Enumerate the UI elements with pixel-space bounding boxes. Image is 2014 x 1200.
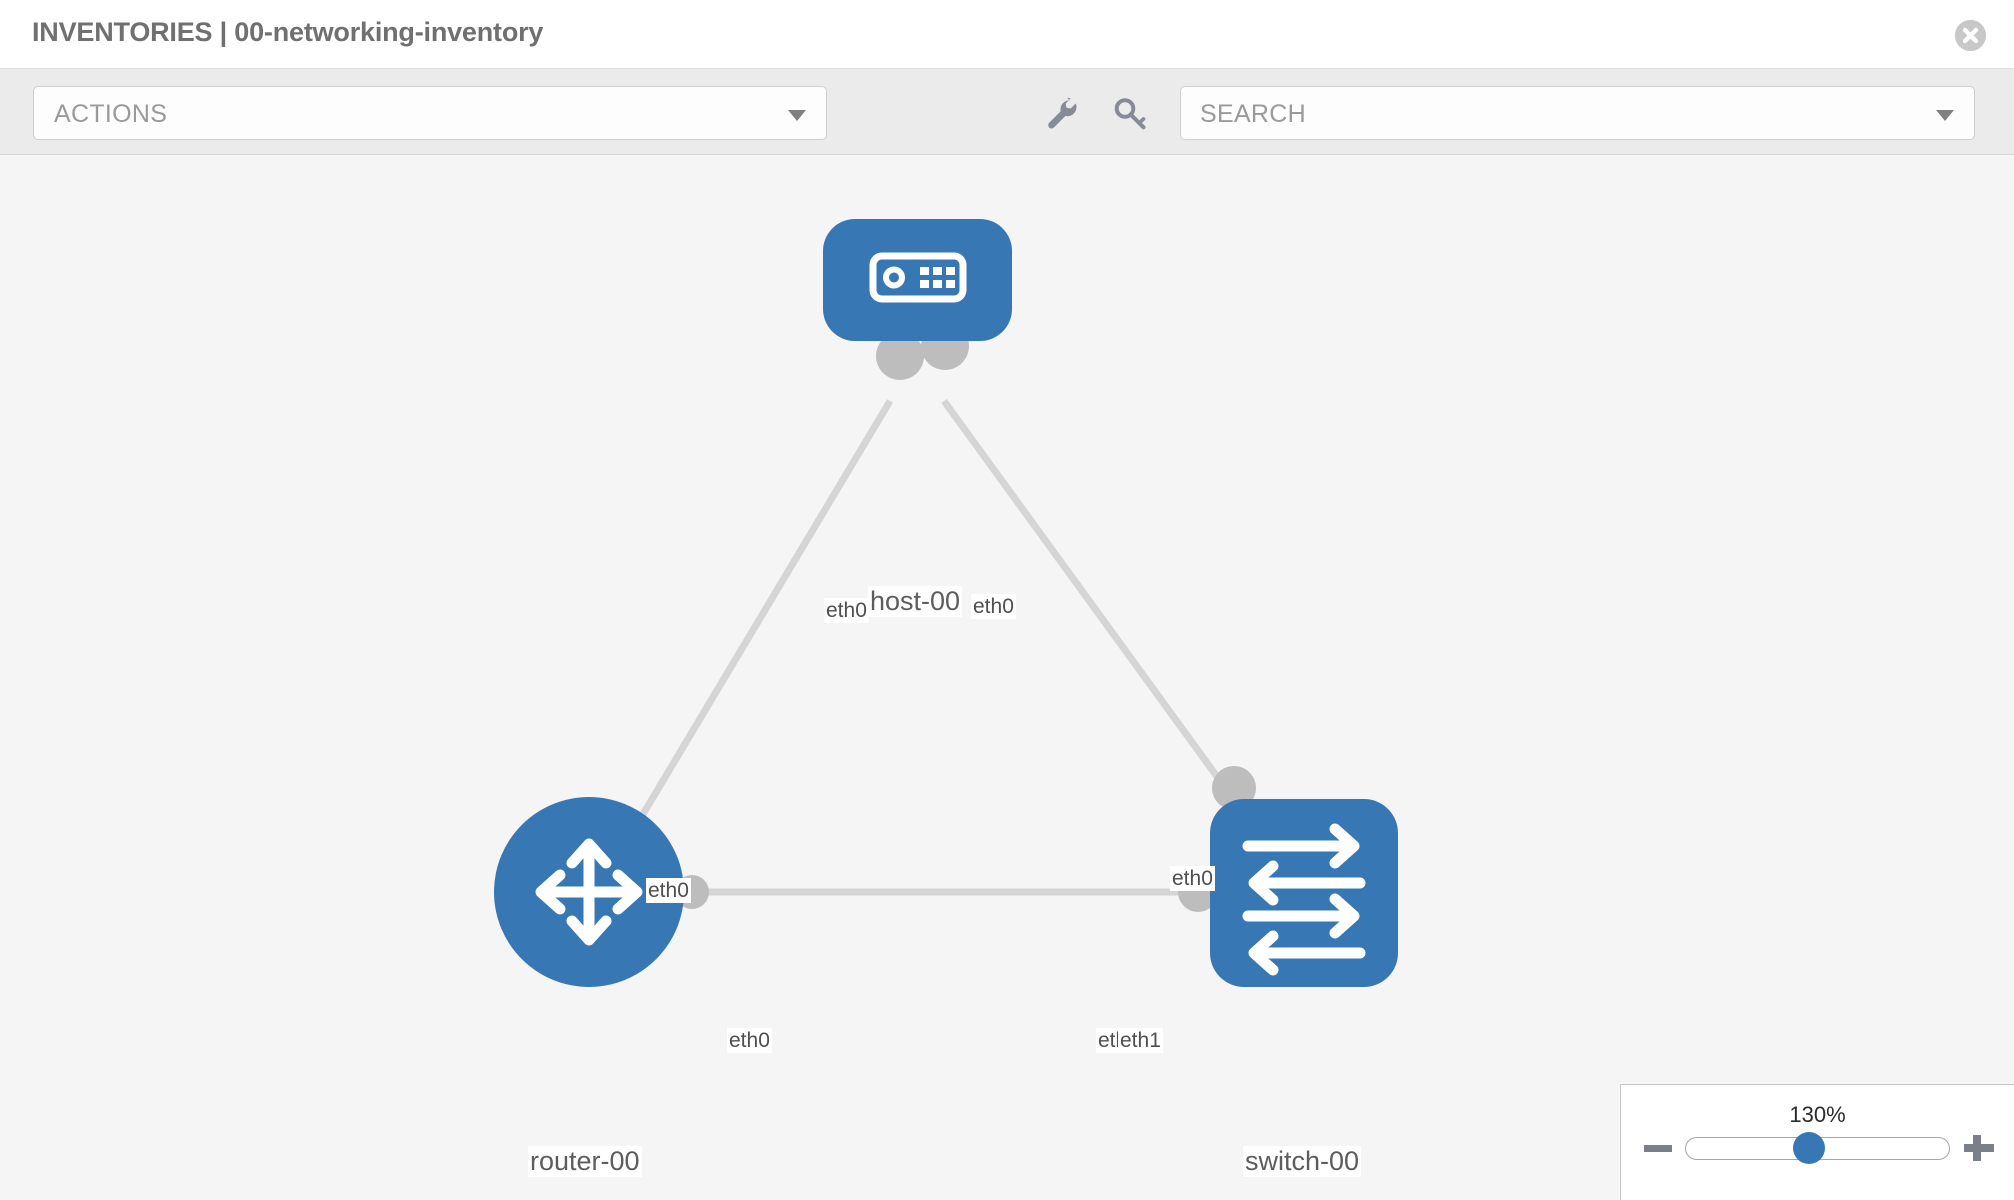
edge-label: eth0	[824, 598, 869, 623]
router-arrows-icon	[535, 838, 643, 946]
page-header: INVENTORIES | 00-networking-inventory	[0, 0, 2014, 69]
close-icon[interactable]	[1955, 20, 1986, 51]
switch-arrows-icon	[1242, 823, 1366, 976]
edge-label: eth0	[727, 1028, 772, 1053]
zoom-in-button[interactable]	[1962, 1131, 1996, 1165]
actions-dropdown-label: ACTIONS	[54, 100, 168, 128]
plus-icon-vertical	[1973, 1135, 1981, 1161]
minus-icon	[1644, 1145, 1672, 1152]
topology-canvas[interactable]: eth0 eth0 eth0 eth0 eth0 eth0 eth1 host-…	[0, 156, 2014, 1200]
zoom-slider-handle[interactable]	[1793, 1132, 1825, 1164]
actions-dropdown[interactable]: ACTIONS	[33, 86, 827, 140]
node-label-switch: switch-00	[1243, 1146, 1362, 1177]
zoom-level-value: 130%	[1789, 1102, 1846, 1127]
link-host-router	[608, 399, 894, 868]
topology-links	[608, 398, 1285, 896]
search-chevron-down-icon[interactable]	[1936, 110, 1954, 121]
edge-label: eth0	[646, 878, 691, 903]
node-label-router: router-00	[528, 1146, 642, 1177]
anchor-host-left	[876, 332, 924, 380]
search-input[interactable]: SEARCH	[1180, 86, 1975, 140]
chevron-down-icon	[788, 110, 806, 121]
zoom-control-panel: 130%	[1620, 1084, 2014, 1200]
server-icon	[869, 252, 967, 303]
node-label-host: host-00	[868, 586, 963, 617]
page-title: INVENTORIES | 00-networking-inventory	[32, 17, 544, 47]
topology-graph	[494, 219, 1398, 987]
edge-label: eth0	[971, 594, 1016, 619]
node-router-00	[494, 797, 684, 987]
key-icon[interactable]	[1112, 96, 1148, 132]
edge-label: eth0	[1170, 866, 1215, 891]
node-host-00	[823, 219, 1012, 341]
zoom-out-button[interactable]	[1641, 1131, 1675, 1165]
node-switch-00	[1210, 799, 1398, 987]
edge-label: eth1	[1118, 1028, 1163, 1053]
wrench-icon[interactable]	[1044, 96, 1080, 132]
search-placeholder: SEARCH	[1200, 100, 1306, 128]
